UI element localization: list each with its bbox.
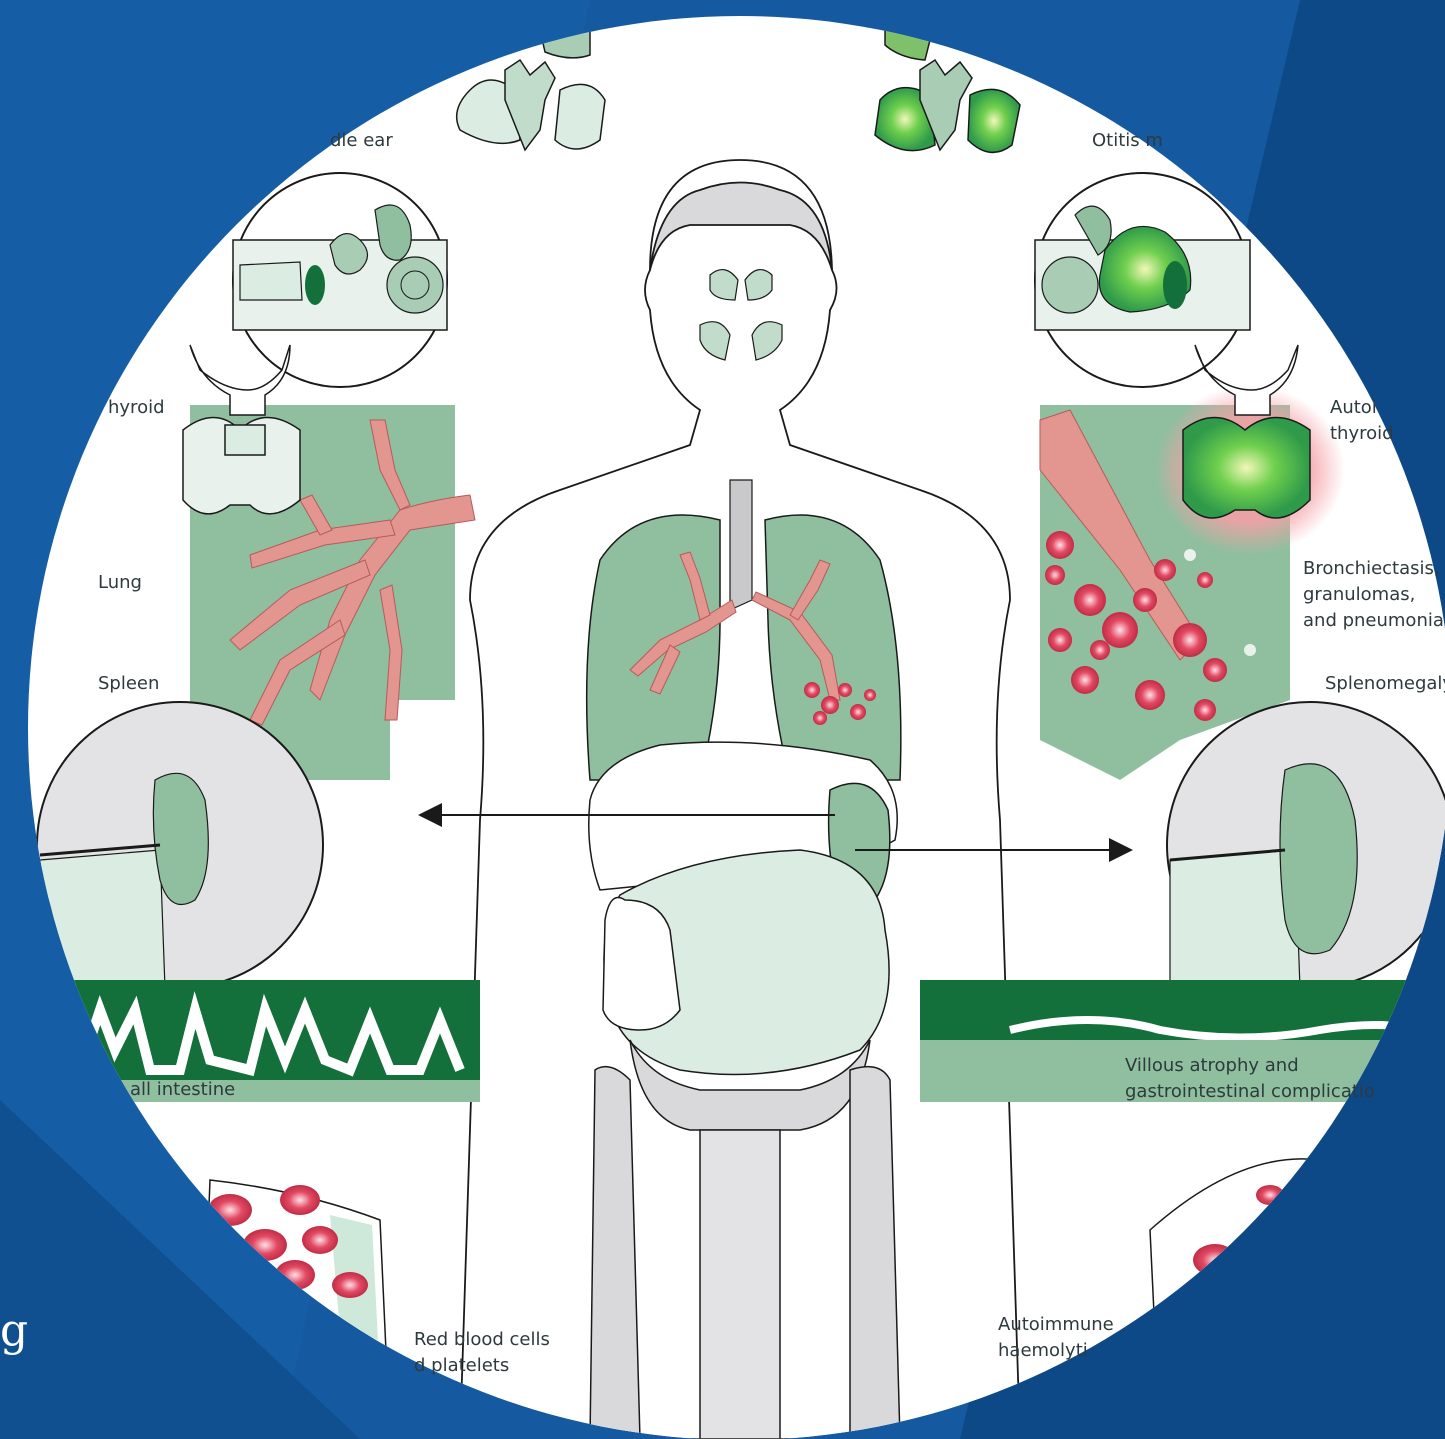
abdomen-organs-icon <box>589 742 897 1074</box>
label-haemolytic-2: haemolyti <box>998 1338 1088 1363</box>
sinus-icon <box>875 28 1020 153</box>
label-villous-1: Villous atrophy and <box>1125 1053 1299 1078</box>
label-bronchiectasis-1: Bronchiectasis, <box>1303 556 1440 581</box>
label-haemolytic-1: Autoimmune <box>998 1312 1114 1337</box>
label-splenomegaly: Splenomegaly <box>1325 671 1445 696</box>
label-middle-ear: dle ear <box>330 128 393 153</box>
label-autoimmune-thyroiditis-2: thyroid <box>1330 421 1394 446</box>
label-spleen: Spleen <box>98 671 159 696</box>
sinus-icon <box>457 25 605 150</box>
label-red-cells-2: d platelets <box>414 1353 509 1378</box>
spleen-icon <box>37 702 323 988</box>
label-bronchiectasis-3: and pneumonia <box>1303 608 1444 633</box>
label-villous-2: gastrointestinal complicatio <box>1125 1079 1375 1104</box>
label-bronchiectasis-2: granulomas, <box>1303 582 1415 607</box>
edge-text-fragment: g <box>0 1305 28 1356</box>
label-thyroid: hyroid <box>108 395 165 420</box>
blood-cell-icon <box>200 1180 390 1439</box>
label-autoimmune-thyroiditis-1: Autoi <box>1330 395 1377 420</box>
label-otitis: Otitis m <box>1092 128 1163 153</box>
ear-icon <box>233 173 447 387</box>
label-red-cells-1: Red blood cells <box>414 1327 550 1352</box>
label-small-intestine: all intestine <box>130 1077 235 1102</box>
spleen-icon <box>1167 702 1445 988</box>
label-lung: Lung <box>98 570 142 595</box>
ear-icon <box>1035 173 1250 387</box>
